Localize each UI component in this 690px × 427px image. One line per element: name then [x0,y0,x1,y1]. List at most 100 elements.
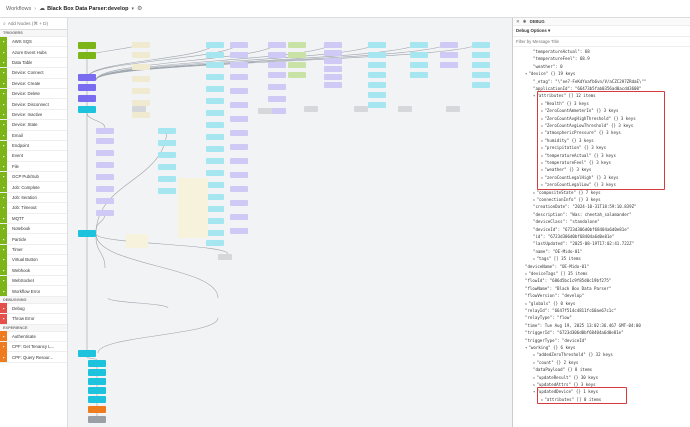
workflow-node[interactable] [230,214,248,220]
workflow-node[interactable] [88,396,106,403]
workflow-node[interactable] [78,106,96,113]
workflow-node[interactable] [324,42,342,48]
workflow-node[interactable] [206,194,224,200]
workflow-node[interactable] [324,58,342,64]
workflow-node[interactable] [288,72,306,78]
workflow-node[interactable] [230,74,248,80]
debug-options[interactable]: Debug Options ▾ [513,26,690,37]
workflow-node[interactable] [78,350,96,357]
workflow-node[interactable] [446,106,460,112]
palette-item[interactable]: ▪Throw Error [0,313,67,325]
workflow-node[interactable] [440,52,458,58]
debug-log-line[interactable]: ▸"deviceTags" [] 35 items [525,270,588,277]
workflow-node[interactable] [440,62,458,68]
workflow-node[interactable] [206,42,224,48]
palette-item[interactable]: ▪CPF: Get Tenancy L... [0,341,67,353]
debug-log-line[interactable]: ▸"globals" {} 0 keys [525,300,575,307]
palette-item[interactable]: ▪Particle [0,234,67,245]
chevron-right-icon[interactable]: ▸ [525,300,528,306]
workflow-node[interactable] [410,52,428,58]
chevron-down-icon[interactable]: ▾ [533,93,536,99]
workflow-node[interactable] [78,230,96,237]
workflow-node[interactable] [230,42,248,48]
palette-item[interactable]: ▪Job: Complete [0,182,67,193]
workflow-node[interactable] [230,52,248,58]
workflow-node[interactable] [96,150,114,156]
workflow-node[interactable] [472,42,490,48]
workflow-node[interactable] [132,112,150,118]
palette-item[interactable]: ▪CPF: Query Resour... [0,352,67,363]
workflow-node[interactable] [88,369,106,376]
palette-item[interactable]: ▪Debug [0,303,67,315]
breadcrumb-workflows[interactable]: Workflows [6,5,32,12]
palette-item[interactable]: ▪Webhook [0,265,67,276]
workflow-node[interactable] [230,200,248,206]
workflow-node[interactable] [78,95,96,102]
palette-item[interactable]: ▪Data Table [0,57,67,69]
workflow-node[interactable] [206,170,224,176]
workflow-node[interactable] [158,140,176,146]
palette-item[interactable]: ▪Device: State [0,119,67,131]
workflow-node[interactable] [324,74,342,80]
workflow-node[interactable] [324,82,342,88]
workflow-node[interactable] [230,102,248,108]
debug-log-line[interactable]: ▸"temperatureFeel" {} 3 keys [541,159,611,166]
chevron-right-icon[interactable]: ▸ [541,396,544,402]
palette-item[interactable]: ▪WebSocket [0,275,67,287]
chevron-right-icon[interactable]: ▸ [541,115,544,121]
debug-log-line[interactable]: ▸"temperatureActual" {} 3 keys [541,152,616,159]
workflow-node[interactable] [268,42,286,48]
workflow-node[interactable] [368,72,386,78]
chevron-right-icon[interactable]: ▸ [541,100,544,106]
workflow-node[interactable] [206,110,224,116]
palette-item[interactable]: ▪Device: Create [0,78,67,89]
workflow-node[interactable] [206,74,224,80]
workflow-node[interactable] [368,42,386,48]
palette-item[interactable]: ▪Device: Inactive [0,109,67,121]
palette-item[interactable]: ▪Device: Disconnect [0,99,67,110]
chevron-right-icon[interactable]: ▸ [541,145,544,151]
debug-log-line[interactable]: ▸"connectionInfo" {} 3 keys [533,196,601,203]
workflow-node[interactable] [88,387,106,394]
workflow-node[interactable] [268,62,286,68]
palette-item[interactable]: ▪Job: Iteration [0,192,67,204]
workflow-node[interactable] [206,98,224,104]
workflow-node[interactable] [368,62,386,68]
workflow-node[interactable] [410,72,428,78]
debug-log-line[interactable]: ▸"humidity" {} 3 keys [541,137,594,144]
palette-item[interactable]: ▪Endpoint [0,140,67,152]
workflow-node[interactable] [304,106,318,112]
workflow-node[interactable] [132,64,150,70]
workflow-canvas[interactable] [68,18,512,427]
canvas-note[interactable] [178,178,208,238]
debug-log-line[interactable]: ▸"ZeroCountAmmeterIn" {} 3 keys [541,107,618,114]
debug-log-line[interactable]: ▸"updateResult" {} 30 keys [533,374,598,381]
workflow-node[interactable] [96,210,114,216]
workflow-node[interactable] [158,152,176,158]
palette-item[interactable]: ▪Workflow Error [0,286,67,297]
workflow-node[interactable] [96,138,114,144]
workflow-node[interactable] [158,176,176,182]
chevron-right-icon[interactable]: ▸ [541,174,544,180]
workflow-node[interactable] [410,42,428,48]
workflow-node[interactable] [472,72,490,78]
chevron-right-icon[interactable]: ▸ [541,123,544,128]
workflow-node[interactable] [258,108,272,114]
chevron-right-icon[interactable]: ▸ [541,152,544,158]
chevron-right-icon[interactable]: ▸ [541,182,544,188]
chevron-right-icon[interactable]: ▸ [541,130,544,136]
workflow-node[interactable] [368,92,386,98]
debug-log-line[interactable]: ▸"count" {} 2 keys [533,359,578,366]
workflow-node[interactable] [440,42,458,48]
canvas-note[interactable] [126,234,148,248]
debug-filter-input[interactable] [516,39,666,44]
debug-log-line[interactable]: ▸"tags" [] 35 items [533,255,581,262]
workflow-node[interactable] [78,42,96,49]
workflow-node[interactable] [472,82,490,88]
debug-log-line[interactable]: ▾"device" {} 19 keys [525,70,575,77]
workflow-node[interactable] [206,122,224,128]
debug-log-line[interactable]: ▸"zeroCountLegalHigh" {} 3 keys [541,174,618,181]
workflow-node[interactable] [206,134,224,140]
debug-log-line[interactable]: ▸"attributes" [] 0 items [541,396,601,403]
debug-log-line[interactable]: ▸"Health" {} 3 keys [541,100,589,107]
